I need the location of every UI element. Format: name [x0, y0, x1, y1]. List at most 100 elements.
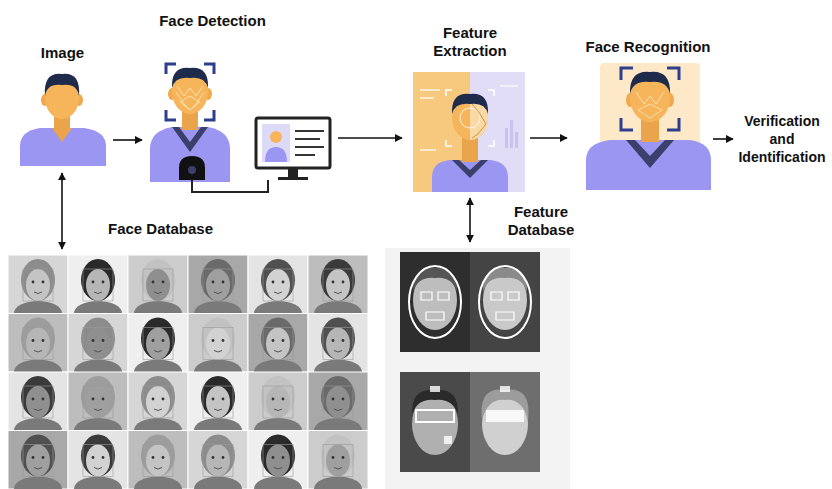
- face-photo: [42, 281, 45, 284]
- face-photo: [212, 398, 215, 401]
- face-photo: [21, 376, 55, 418]
- face-photo: [261, 259, 295, 301]
- feature-photo-panel: [413, 268, 457, 292]
- face-photo: [141, 376, 175, 418]
- face-photo: [203, 328, 233, 360]
- face-photo: [214, 409, 222, 411]
- person-figure: [52, 128, 72, 142]
- stage-label: Face Recognition: [578, 38, 718, 56]
- face-photo: [94, 468, 102, 470]
- face-photo: [143, 269, 173, 301]
- feature-photo-panel: [486, 410, 524, 422]
- face-photo: [194, 477, 242, 489]
- face-photo: [34, 351, 42, 353]
- face-photo: [201, 435, 235, 477]
- face-photo: [201, 259, 235, 301]
- face-photo: [92, 456, 95, 459]
- face-photo: [321, 376, 355, 418]
- face-photo: [34, 409, 42, 411]
- feature-photo-panel: [470, 372, 540, 472]
- face-photo: [326, 269, 350, 301]
- face-photo: [272, 281, 275, 284]
- face-photo: [342, 339, 345, 342]
- face-photo: [261, 435, 295, 477]
- feature-photo-panel: [385, 248, 570, 489]
- face-photo: [254, 477, 302, 489]
- face-photo: [274, 351, 282, 353]
- face-photo: [282, 398, 285, 401]
- face-photo: [321, 259, 355, 301]
- detection-figure: [270, 131, 282, 143]
- face-photo: [134, 477, 182, 489]
- stage-label: Face Database: [108, 220, 238, 238]
- stage-node: Face Database: [8, 255, 368, 489]
- face-photo: [86, 328, 110, 360]
- recognition-figure: [586, 140, 711, 190]
- face-photo: [222, 398, 225, 401]
- face-photo: [274, 409, 282, 411]
- face-photo: [263, 386, 293, 418]
- face-photo: [162, 456, 165, 459]
- face-photo: [143, 445, 173, 477]
- face-photo: [21, 318, 55, 360]
- stage-node: Feature Database: [385, 248, 570, 489]
- face-photo: [212, 456, 215, 459]
- face-photo: [143, 386, 173, 418]
- face-photo: [146, 269, 170, 301]
- face-photo: [323, 445, 353, 477]
- face-photo: [141, 318, 175, 360]
- feature-photo-panel: [385, 248, 570, 489]
- face-photo: [222, 281, 225, 284]
- stage-node: Feature Extraction: [405, 24, 527, 195]
- face-photo: [342, 398, 345, 401]
- detection-figure: [166, 64, 214, 120]
- face-photo: [42, 339, 45, 342]
- recognition-figure: [586, 63, 711, 190]
- detection-figure: [177, 86, 203, 96]
- face-photo: [201, 318, 235, 360]
- face-photo: [222, 339, 225, 342]
- detection-figure: [188, 166, 196, 174]
- recognition-figure: [621, 68, 679, 130]
- face-photo: [214, 292, 222, 294]
- face-photo: [282, 281, 285, 284]
- face-photo: [314, 477, 362, 489]
- detection-figure: [179, 156, 205, 180]
- face-photo: [94, 292, 102, 294]
- face-photo: [152, 339, 155, 342]
- face-photo: [282, 339, 285, 342]
- detection-figure: [192, 180, 268, 192]
- face-photo: [321, 318, 355, 360]
- face-photo: [23, 269, 53, 301]
- face-photo: [32, 398, 35, 401]
- face-photo: [146, 328, 170, 360]
- extraction-figure: [413, 72, 525, 192]
- face-photo: [146, 445, 170, 477]
- person-figure: [20, 74, 106, 166]
- face-photo: [23, 328, 53, 360]
- face-photo: [274, 468, 282, 470]
- face-photo: [203, 269, 233, 301]
- face-photo: [143, 328, 173, 360]
- feature-photo-panel: [444, 436, 452, 444]
- face-photo: [23, 445, 53, 477]
- feature-photo-panel: [416, 410, 454, 422]
- face-photo: [34, 292, 42, 294]
- face-photo-grid: [8, 255, 368, 489]
- face-photo: [214, 468, 222, 470]
- stage-label: Feature Extraction: [422, 24, 518, 60]
- face-photo: [152, 398, 155, 401]
- face-photo: [81, 376, 115, 418]
- face-photo: [323, 386, 353, 418]
- face-photo: [83, 386, 113, 418]
- feature-photo-panel: [470, 252, 540, 352]
- face-photo: [94, 351, 102, 353]
- face-photo: [154, 292, 162, 294]
- face-photo: [162, 398, 165, 401]
- extraction-figure: [452, 94, 488, 114]
- extraction-figure: [510, 120, 513, 148]
- stage-node: Verification and Identification: [736, 112, 828, 167]
- face-photo: [154, 409, 162, 411]
